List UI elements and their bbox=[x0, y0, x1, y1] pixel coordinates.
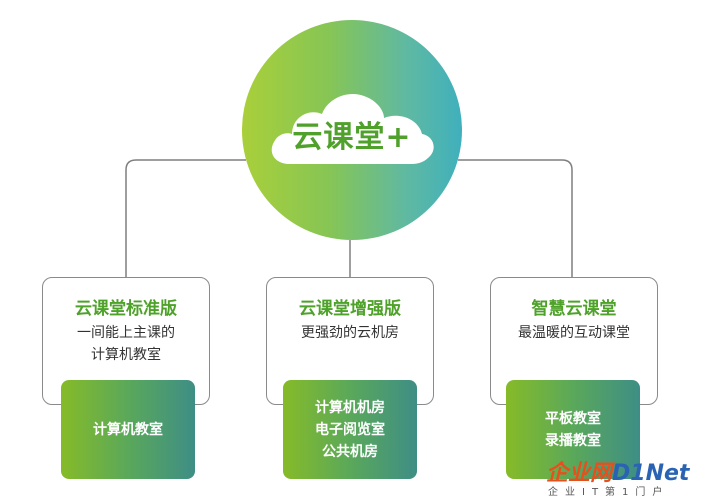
card-item: 电子阅览室 bbox=[315, 421, 385, 438]
card-item: 平板教室 bbox=[545, 410, 601, 427]
connector-left bbox=[125, 159, 246, 277]
card-smart-items: 平板教室 录播教室 bbox=[506, 380, 640, 479]
card-title: 智慧云课堂 bbox=[531, 299, 617, 319]
watermark-logo: 企业网D1Net 企业IT第1门户 bbox=[540, 455, 708, 499]
hub-title: 云课堂+ bbox=[292, 120, 412, 155]
watermark-tagline: 企业IT第1门户 bbox=[548, 487, 670, 498]
card-subtitle-line: 计算机教室 bbox=[91, 347, 161, 363]
connector-right bbox=[458, 159, 573, 277]
card-title: 云课堂标准版 bbox=[75, 299, 177, 319]
watermark-cn: 企业网 bbox=[546, 461, 613, 486]
card-title: 云课堂增强版 bbox=[299, 299, 401, 319]
cloud-icon bbox=[271, 94, 434, 164]
card-subtitle-line: 一间能上主课的 bbox=[77, 325, 175, 341]
card-enhanced-items: 计算机机房 电子阅览室 公共机房 bbox=[283, 380, 417, 479]
card-item: 计算机教室 bbox=[93, 421, 163, 438]
card-subtitle-line: 更强劲的云机房 bbox=[301, 325, 399, 341]
card-item: 计算机机房 bbox=[315, 399, 385, 416]
watermark-en: D1Net bbox=[612, 461, 690, 486]
watermark-title: 企业网D1Net bbox=[546, 455, 689, 487]
card-standard-items: 计算机教室 bbox=[61, 380, 195, 479]
card-item: 公共机房 bbox=[322, 443, 378, 460]
card-subtitle: 更强劲的云机房 bbox=[267, 322, 433, 344]
card-subtitle-line: 最温暖的互动课堂 bbox=[518, 325, 630, 341]
card-subtitle: 最温暖的互动课堂 bbox=[491, 322, 657, 344]
card-subtitle: 一间能上主课的 计算机教室 bbox=[43, 322, 209, 366]
card-item: 录播教室 bbox=[545, 432, 601, 449]
